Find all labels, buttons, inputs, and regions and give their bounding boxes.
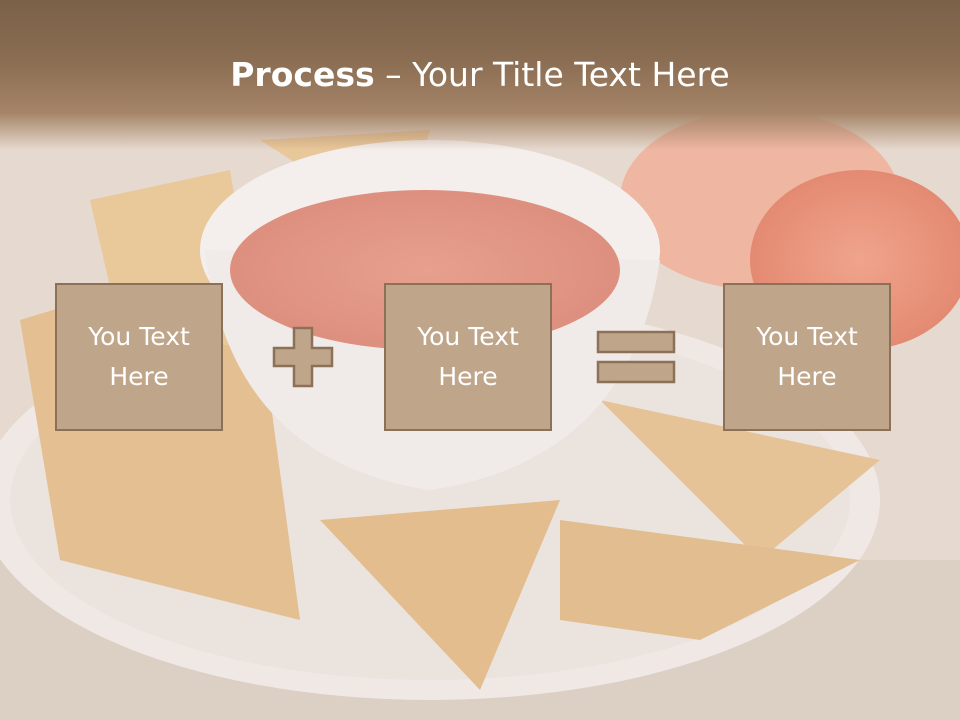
process-box-3[interactable]: You Text Here [723,283,891,431]
plus-icon [272,326,334,388]
process-box-3-text: You Text Here [756,322,858,391]
title-bold: Process [230,55,375,94]
slide-title: Process – Your Title Text Here [0,52,960,98]
process-box-1-text: You Text Here [88,322,190,391]
process-box-2[interactable]: You Text Here [384,283,552,431]
title-rest: Your Title Text Here [412,55,730,94]
equals-icon [596,330,676,384]
process-box-2-text: You Text Here [417,322,519,391]
title-separator: – [374,55,413,94]
process-box-1[interactable]: You Text Here [55,283,223,431]
title-band [0,0,960,150]
